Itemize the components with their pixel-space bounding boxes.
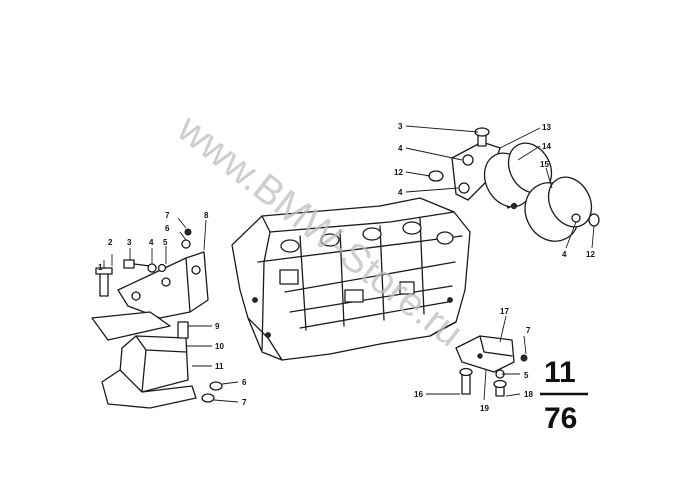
callout-7-right: 7 <box>526 326 531 335</box>
callout-3: 3 <box>127 238 132 247</box>
callout-4-right-b: 4 <box>398 188 403 197</box>
callout-numbers: 1 2 3 4 5 6 7 8 9 10 11 6 7 3 4 12 4 13 … <box>98 122 595 413</box>
callout-12-right-b: 12 <box>586 250 595 259</box>
left-bolt-assembly <box>95 228 192 297</box>
callout-18: 18 <box>524 390 533 399</box>
callout-7-lower: 7 <box>242 398 247 407</box>
callout-4-right-c: 4 <box>562 250 567 259</box>
callout-10: 10 <box>215 342 224 351</box>
callout-16: 16 <box>414 390 423 399</box>
left-engine-mount <box>91 311 223 409</box>
cylinder-cap <box>524 176 600 242</box>
callout-6-lower: 6 <box>242 378 247 387</box>
callout-19: 19 <box>480 404 489 413</box>
callout-5-right: 5 <box>524 371 529 380</box>
leader-lines <box>103 125 595 403</box>
page-code-bottom: 76 <box>544 402 577 435</box>
lower-right-bracket <box>455 335 528 397</box>
callout-17: 17 <box>500 307 509 316</box>
callout-2: 2 <box>108 238 113 247</box>
cylinder-drum <box>483 142 553 210</box>
callout-14: 14 <box>542 142 551 151</box>
callout-6: 6 <box>165 224 170 233</box>
callout-5: 5 <box>163 238 168 247</box>
page-code-top: 11 <box>544 356 576 389</box>
callout-8: 8 <box>204 211 209 220</box>
callout-12-right-a: 12 <box>394 168 403 177</box>
page-code: 11 76 <box>540 356 588 435</box>
engine-block <box>231 197 471 361</box>
callout-3-right: 3 <box>398 122 403 131</box>
callout-4: 4 <box>149 238 154 247</box>
callout-4-right-a: 4 <box>398 144 403 153</box>
callout-9: 9 <box>215 322 220 331</box>
callout-11: 11 <box>215 362 224 371</box>
callout-15: 15 <box>540 160 549 169</box>
callout-7: 7 <box>165 211 170 220</box>
callout-13: 13 <box>542 123 551 132</box>
callout-1: 1 <box>98 263 103 272</box>
